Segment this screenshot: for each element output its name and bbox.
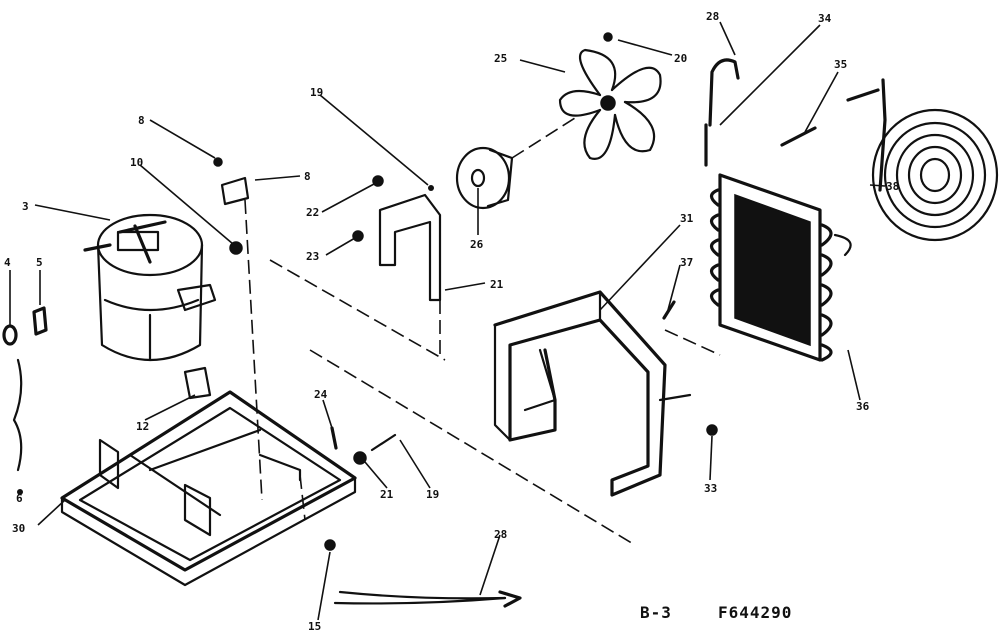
- callout-20: 20: [674, 52, 687, 65]
- callout-24: 24: [314, 388, 328, 401]
- figure-number: F644290: [718, 603, 792, 622]
- callout-33: 33: [704, 482, 717, 495]
- callout-36: 36: [856, 400, 870, 413]
- fan-motor: [455, 117, 576, 210]
- callout-15: 15: [308, 620, 321, 633]
- callout-25: 25: [494, 52, 507, 65]
- callout-30: 30: [12, 522, 25, 535]
- callout-4: 4: [4, 256, 11, 269]
- tube-parts: [704, 58, 880, 167]
- section-label: B-3: [640, 603, 672, 622]
- callout-34: 34: [818, 12, 832, 25]
- callout-labels: 28 34 25 20 35 19 8 38 10 8 3 22 26 31 4…: [4, 10, 899, 633]
- callout-19: 19: [426, 488, 439, 501]
- leader-lines: [34, 21, 886, 621]
- condenser-coil: [664, 173, 852, 362]
- callout-8: 8: [138, 114, 145, 127]
- callout-23: 23: [306, 250, 319, 263]
- callout-37: 37: [680, 256, 693, 269]
- callout-28: 28: [494, 528, 507, 541]
- bracket-parts: [213, 157, 263, 501]
- condenser-shroud: [309, 290, 667, 546]
- callout-10: 10: [130, 156, 143, 169]
- callout-21: 21: [490, 278, 504, 291]
- callout-35: 35: [834, 58, 847, 71]
- base-pan: [60, 390, 357, 587]
- callout-5: 5: [36, 256, 43, 269]
- callout-31: 31: [680, 212, 694, 225]
- callout-22: 22: [306, 206, 319, 219]
- callout-3: 3: [22, 200, 29, 213]
- wire-harness: [299, 474, 522, 608]
- callout-12: 12: [136, 420, 149, 433]
- small-hardware: [330, 300, 718, 465]
- callout-21: 21: [380, 488, 394, 501]
- compressor: [83, 213, 217, 400]
- overload-parts: [2, 270, 48, 495]
- capillary-coil: [871, 78, 999, 242]
- fan-blade: [558, 32, 662, 160]
- callout-38: 38: [886, 180, 899, 193]
- motor-bracket: [269, 175, 446, 361]
- figure-caption: B-3 F644290: [640, 603, 792, 622]
- callout-19: 19: [310, 86, 323, 99]
- callout-6: 6: [16, 492, 23, 505]
- callout-26: 26: [470, 238, 484, 251]
- callout-8: 8: [304, 170, 311, 183]
- callout-28: 28: [706, 10, 719, 23]
